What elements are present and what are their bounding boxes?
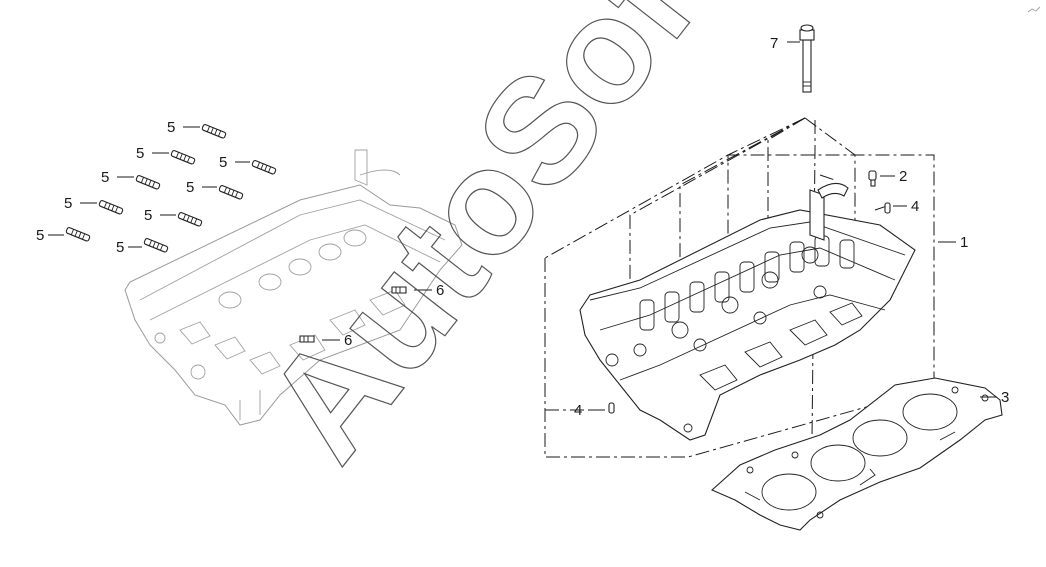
callout-7: 7 xyxy=(770,35,778,52)
callout-5-g: 5 xyxy=(144,207,152,224)
callout-labels: 7 2 4 1 3 4 6 6 5 5 5 5 5 5 5 5 5 xyxy=(36,35,1009,419)
callout-4-left: 4 xyxy=(574,402,582,419)
callout-6-lower: 6 xyxy=(344,332,352,349)
head-bolt xyxy=(799,24,815,93)
leader-lines xyxy=(48,41,997,411)
corner-mark-icon xyxy=(1027,6,1041,13)
cylinder-head xyxy=(579,182,916,441)
callout-5-h: 5 xyxy=(36,227,44,244)
callout-5-f: 5 xyxy=(64,195,72,212)
callout-5-a: 5 xyxy=(167,119,175,136)
dowel-4-right xyxy=(884,202,891,214)
callout-4-right: 4 xyxy=(911,198,919,215)
bolt-2 xyxy=(868,170,877,187)
callout-2: 2 xyxy=(899,168,907,185)
callout-5-c: 5 xyxy=(219,154,227,171)
head-gasket xyxy=(710,377,1003,531)
callout-5-b: 5 xyxy=(136,145,144,162)
bolt-alignment-lines xyxy=(545,117,891,441)
ghost-cylinder-head xyxy=(124,149,463,426)
clips-6 xyxy=(299,286,407,343)
callout-3: 3 xyxy=(1001,389,1009,406)
callout-5-d: 5 xyxy=(101,169,109,186)
callout-1: 1 xyxy=(960,234,968,251)
studs-5 xyxy=(65,124,277,253)
callout-5-i: 5 xyxy=(116,239,124,256)
callout-6-upper: 6 xyxy=(436,282,444,299)
dowel-4-left xyxy=(608,402,615,414)
callout-5-e: 5 xyxy=(186,179,194,196)
